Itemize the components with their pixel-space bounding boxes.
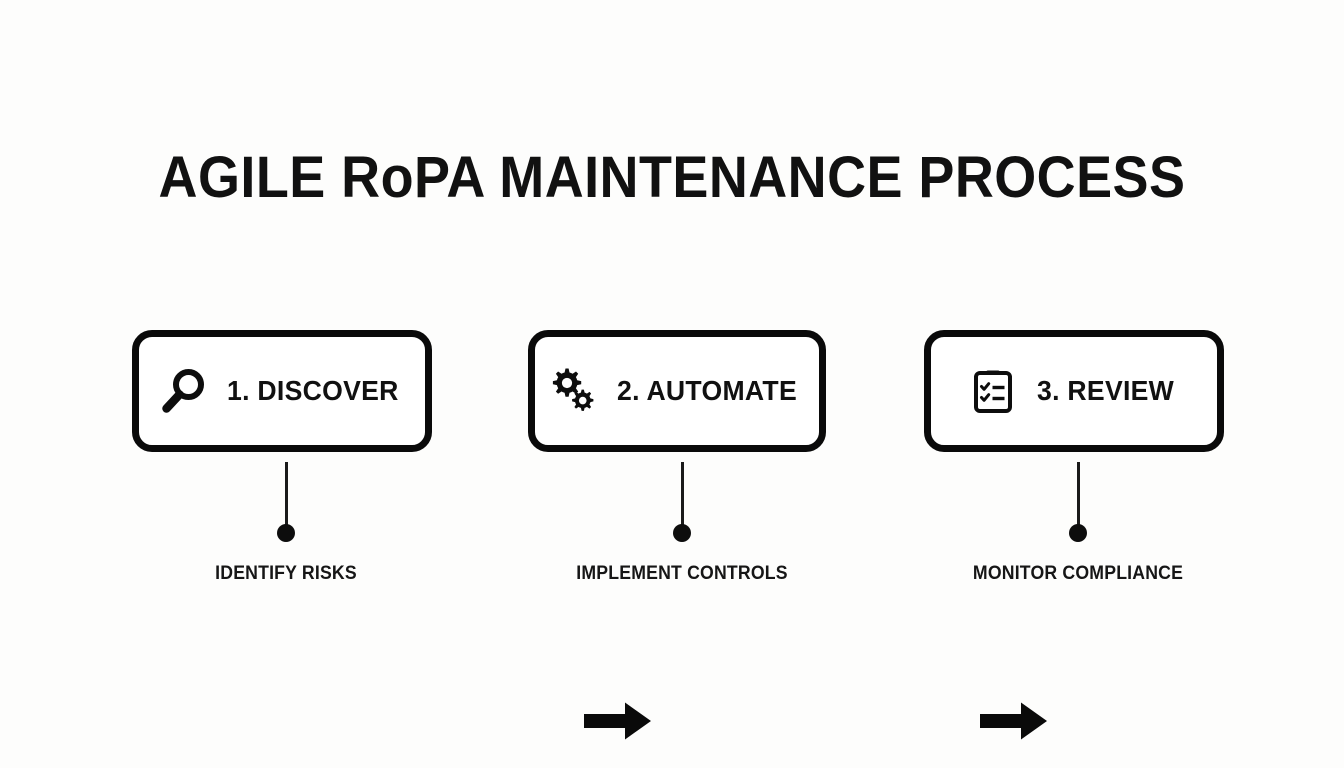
- page-title: AGILE RoPA MAINTENANCE PROCESS: [158, 145, 1186, 210]
- sub-label-implement-controls: IMPLEMENT CONTROLS: [576, 563, 788, 584]
- connector-line-automate: [670, 462, 694, 548]
- step-label-automate: 2. AUTOMATE: [617, 375, 798, 406]
- step-label-discover: 1. DISCOVER: [226, 375, 399, 406]
- step-box-automate[interactable]: 2. AUTOMATE: [528, 330, 826, 452]
- step-label-review: 3. REVIEW: [1036, 375, 1174, 406]
- magnifying-glass-icon: [157, 365, 209, 417]
- gears-icon: [547, 365, 599, 417]
- connector-dot: [673, 524, 691, 542]
- sub-label-identify-risks: IDENTIFY RISKS: [215, 563, 357, 584]
- connector-stem: [681, 462, 684, 530]
- connector-line-review: [1066, 462, 1090, 548]
- connector-line-discover: [274, 462, 298, 548]
- step-content: 1. DISCOVER: [157, 365, 408, 417]
- step-box-discover[interactable]: 1. DISCOVER: [132, 330, 432, 452]
- step-box-review[interactable]: 3. REVIEW: [924, 330, 1224, 452]
- step-content: 2. AUTOMATE: [547, 365, 806, 417]
- connector-stem: [285, 462, 288, 530]
- step-content: 3. REVIEW: [967, 365, 1181, 417]
- process-steps-row: 1. DISCOVER: [132, 330, 1224, 740]
- clipboard-checklist-icon: [967, 365, 1019, 417]
- connector-stem: [1077, 462, 1080, 530]
- sub-label-monitor-compliance: MONITOR COMPLIANCE: [972, 563, 1184, 584]
- connector-dot: [277, 524, 295, 542]
- arrow-right-icon: [980, 701, 1048, 741]
- connector-dot: [1069, 524, 1087, 542]
- arrow-right-icon: [584, 701, 652, 741]
